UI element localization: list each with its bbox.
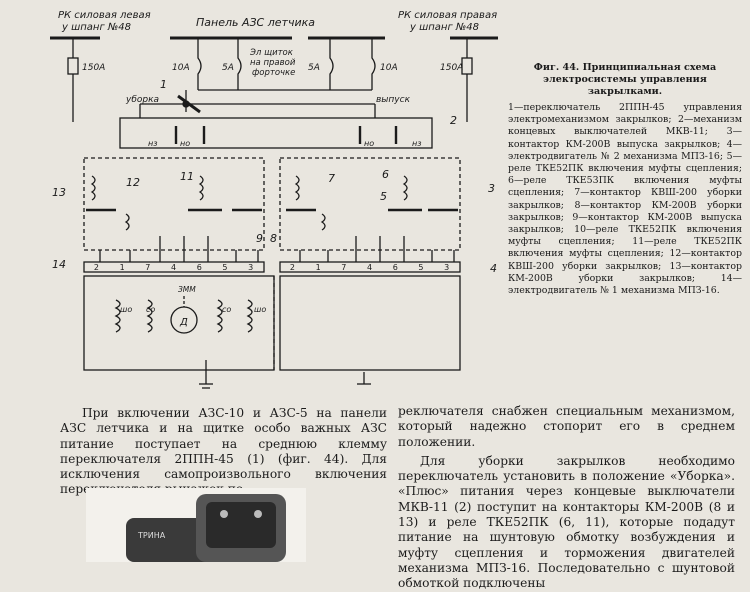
ref-9: 9 xyxy=(256,232,263,245)
wo-label-right: шо xyxy=(254,305,266,314)
motor-label: Д xyxy=(179,317,188,328)
paragraph: Для уборки закрылков необходимо переключ… xyxy=(398,453,735,591)
right-bus-frame: у шпанг №48 xyxy=(409,22,479,33)
terminal-number: 7 xyxy=(341,263,346,272)
terminal-number: 4 xyxy=(171,263,176,272)
terminal-strip-left: 2 1 7 4 6 5 3 xyxy=(94,263,253,272)
text-column-left: При включении АЗС-10 и АЗС-5 на панели А… xyxy=(60,406,387,498)
ref-6: 6 xyxy=(382,168,389,181)
breaker-10a-left: 10А xyxy=(172,63,190,73)
left-bus-label: РК силовая левая xyxy=(58,10,151,21)
ref-13: 13 xyxy=(52,186,66,199)
paragraph: При включении АЗС-10 и АЗС-5 на панели А… xyxy=(60,406,387,496)
ref-5: 5 xyxy=(380,190,387,203)
ref-2: 2 xyxy=(450,114,457,127)
zmm-label: ЗММ xyxy=(178,285,196,294)
text-column-right: реключателя снабжен специальным механизм… xyxy=(398,404,735,592)
device-label: ТРИНА xyxy=(137,531,166,540)
terminal-number: 6 xyxy=(197,263,202,272)
uborka-label: уборка xyxy=(125,95,159,105)
ref-4: 4 xyxy=(490,262,497,275)
nz-label-left: нз xyxy=(148,139,157,148)
co-label-right: со xyxy=(222,305,231,314)
breaker-5a-left: 5А xyxy=(222,63,234,73)
fuse-left-label: 150А xyxy=(82,63,105,73)
ref-14: 14 xyxy=(52,258,66,271)
ref-11: 11 xyxy=(180,170,194,183)
panel-label: Панель АЗС летчика xyxy=(196,16,315,29)
ref-8: 8 xyxy=(270,232,277,245)
terminal-number: 5 xyxy=(418,263,423,272)
paragraph: реключателя снабжен специальным механизм… xyxy=(398,404,735,449)
left-bus-frame: у шпанг №48 xyxy=(61,22,131,33)
no-label-left: но xyxy=(180,139,190,148)
terminal-number: 2 xyxy=(94,263,99,272)
breaker-10a-right: 10А xyxy=(380,63,398,73)
co-label-left: со xyxy=(146,305,155,314)
right-bus-label: РК силовая правая xyxy=(398,10,497,21)
vypusk-label: выпуск xyxy=(376,95,411,105)
terminal-number: 2 xyxy=(290,263,295,272)
fuse-right-label: 150А xyxy=(440,63,463,73)
no-label-right: но xyxy=(364,139,374,148)
ref-3: 3 xyxy=(488,182,495,195)
shield-label-3: форточке xyxy=(252,68,295,78)
shield-label-1: Эл щиток xyxy=(249,48,294,58)
ref-7: 7 xyxy=(328,172,335,185)
figure-caption-title: Фиг. 44. Принципиальная схема электросис… xyxy=(533,62,717,97)
breaker-5a-right: 5А xyxy=(308,63,320,73)
terminal-number: 5 xyxy=(222,263,227,272)
terminal-number: 3 xyxy=(248,263,253,272)
device-photo: ТРИНА xyxy=(86,488,306,562)
terminal-number: 1 xyxy=(120,263,125,272)
ref-1: 1 xyxy=(160,78,167,91)
figure-caption-legend: 1—переключатель 2ППН-45 управления элект… xyxy=(508,102,742,297)
shield-label-2: на правой xyxy=(250,58,296,68)
ref-12: 12 xyxy=(126,176,140,189)
terminal-number: 4 xyxy=(367,263,372,272)
wo-label-left: шо xyxy=(120,305,132,314)
terminal-number: 1 xyxy=(316,263,321,272)
terminal-number: 7 xyxy=(145,263,150,272)
wiring-diagram: РК силовая левая у шпанг №48 РК силовая … xyxy=(50,10,498,389)
terminal-number: 3 xyxy=(444,263,449,272)
terminal-number: 6 xyxy=(393,263,398,272)
terminal-strip-right: 2 1 7 4 6 5 3 xyxy=(290,263,449,272)
nz-label-right: нз xyxy=(412,139,421,148)
